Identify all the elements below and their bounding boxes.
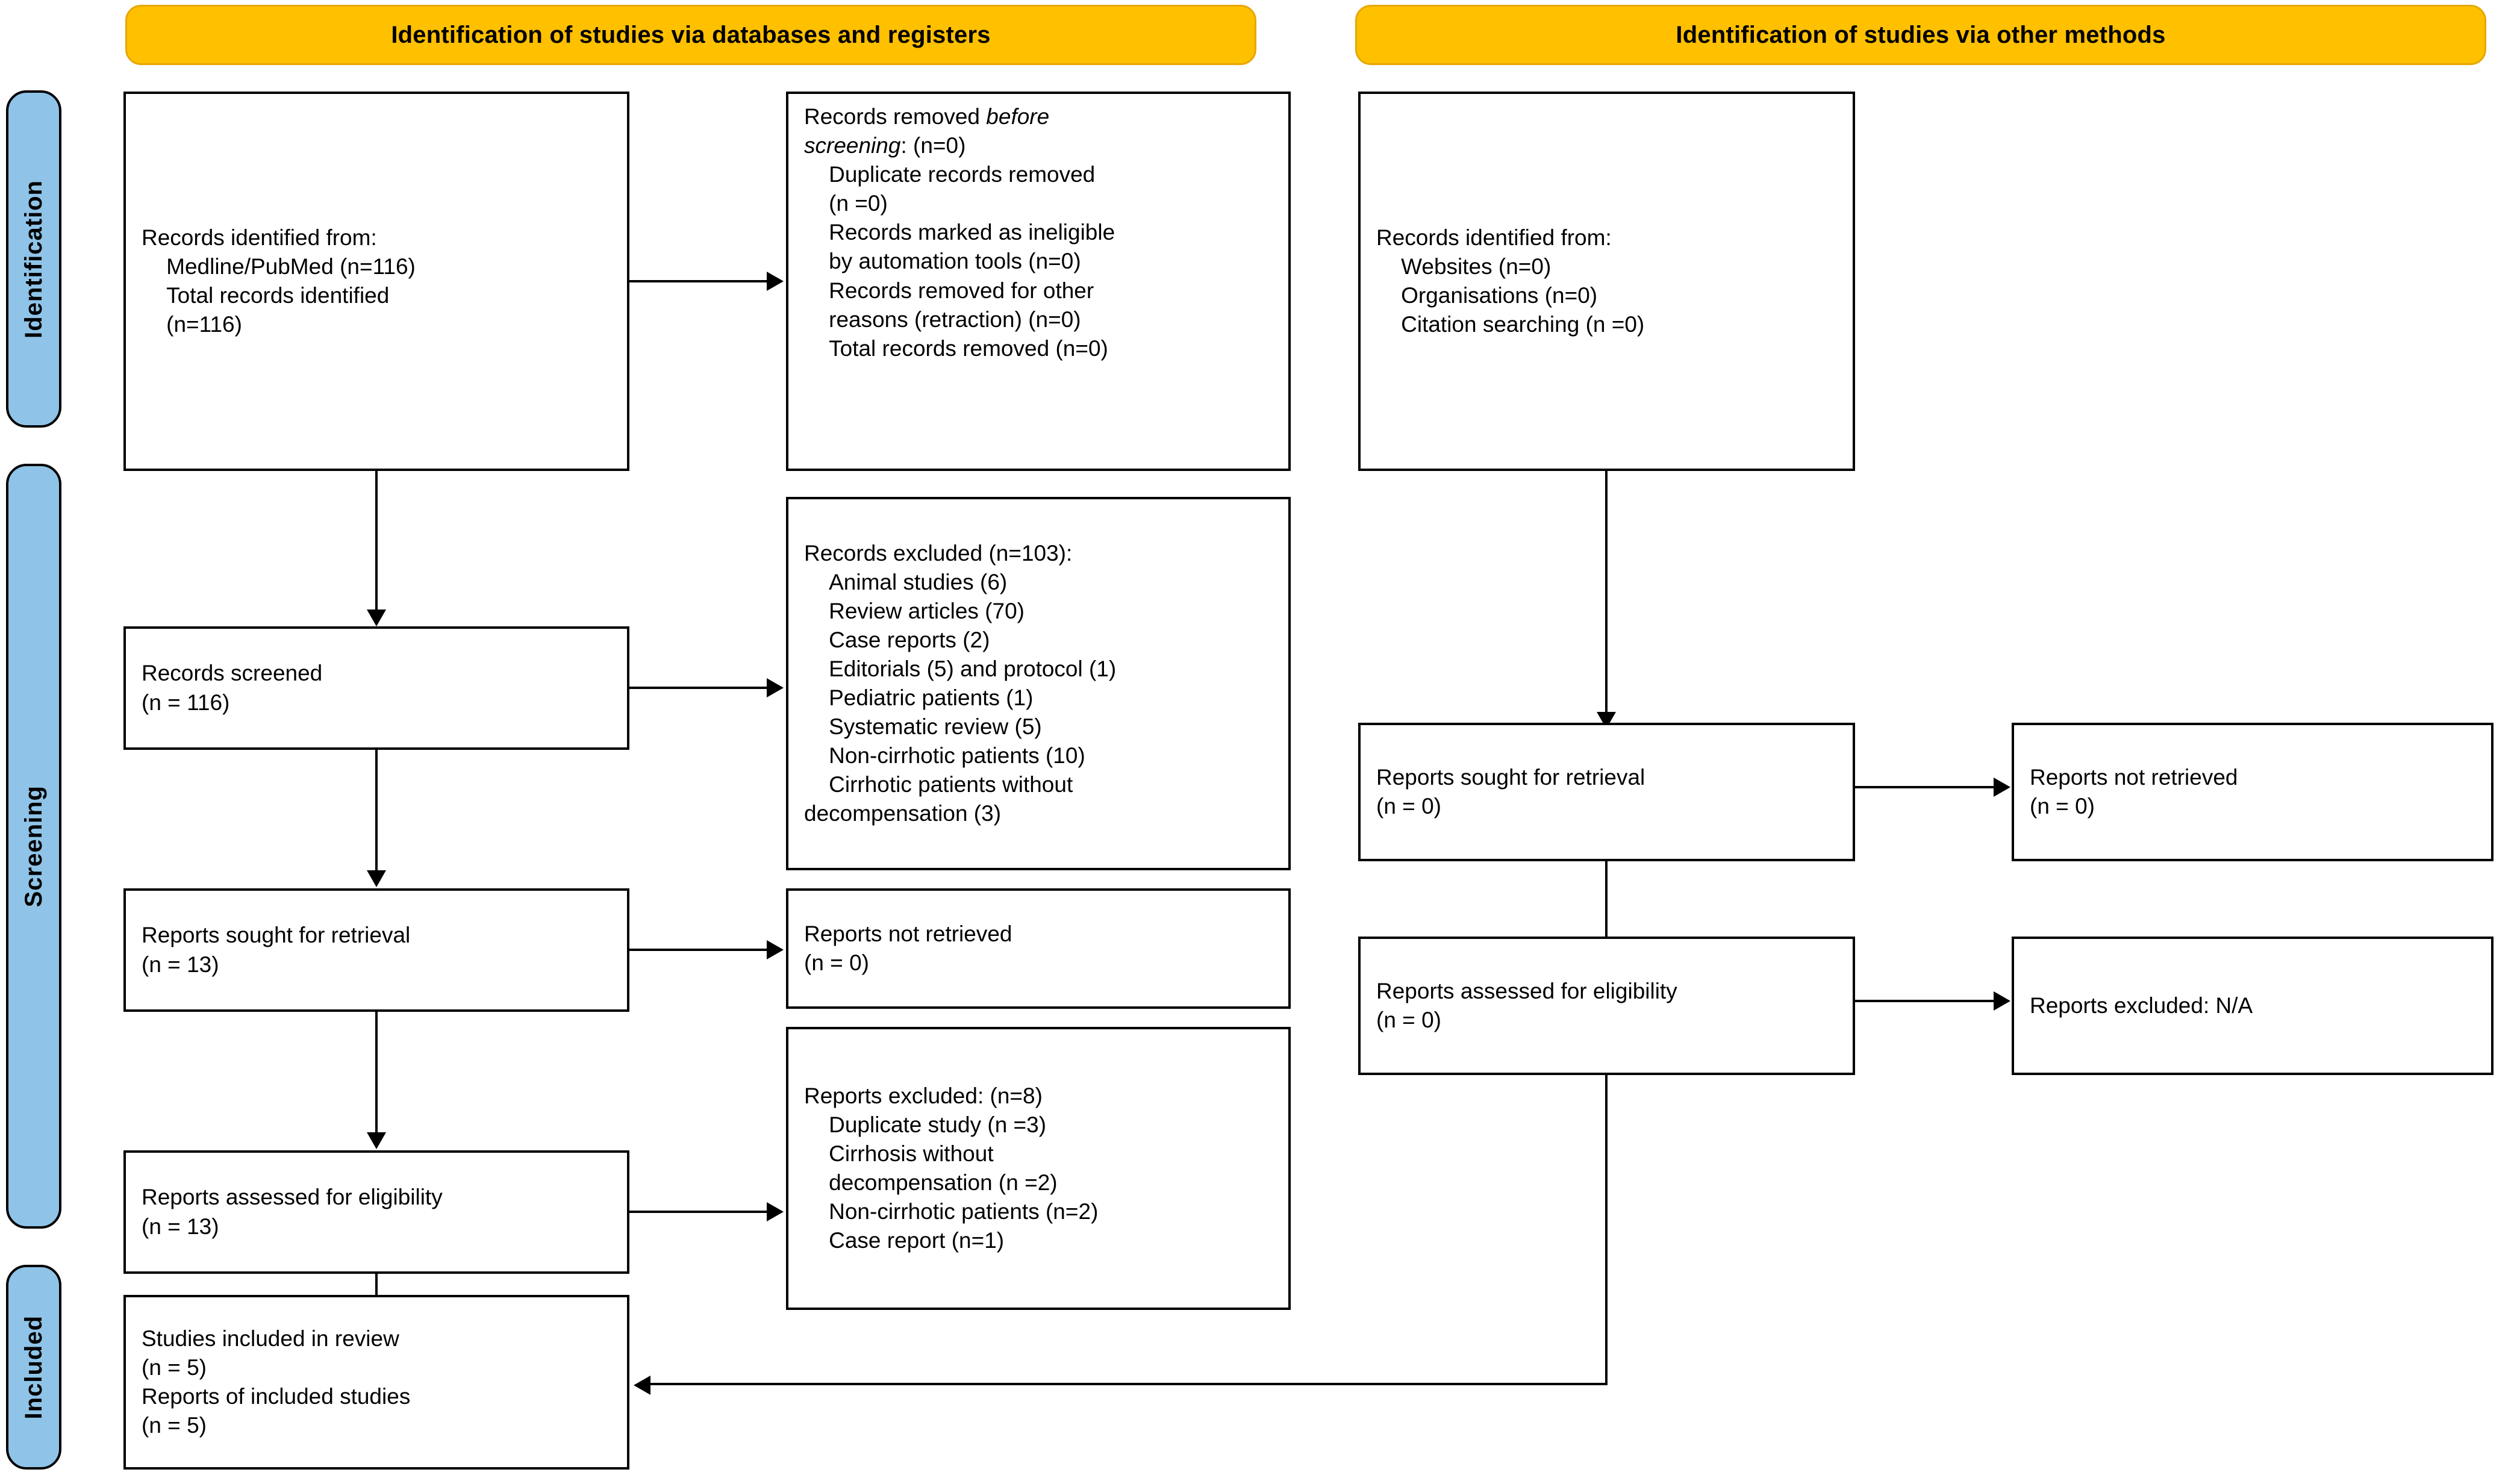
box-reports-sought-databases: Reports sought for retrieval (n = 13): [123, 888, 629, 1012]
arrowhead-screened-to-sought: [367, 870, 386, 887]
records-removed-italic-screening: screening: [804, 133, 901, 158]
header-other-methods-label: Identification of studies via other meth…: [1676, 21, 2166, 48]
box-reports-sought-databases-text: Reports sought for retrieval (n = 13): [142, 923, 411, 977]
records-removed-rest: Duplicate records removed (n =0) Records…: [829, 162, 1115, 361]
box-records-identified-databases: Records identified from: Medline/PubMed …: [123, 92, 629, 471]
box-records-identified-other-text: Records identified from: Websites (n=0) …: [1376, 225, 1645, 337]
arrowhead-sought-to-assessed: [367, 1132, 386, 1149]
box-records-removed-before-screening: Records removed before screening: (n=0) D…: [786, 92, 1291, 471]
connector-other-identified-to-sought: [1605, 471, 1608, 712]
box-records-identified-other: Records identified from: Websites (n=0) …: [1358, 92, 1855, 471]
stage-bar-screening-label: Screening: [20, 785, 47, 908]
box-reports-assessed-databases: Reports assessed for eligibility (n = 13…: [123, 1150, 629, 1274]
connector-other-assessed-to-excluded: [1855, 1000, 1994, 1002]
box-reports-not-retrieved-databases: Reports not retrieved (n = 0): [786, 888, 1291, 1009]
arrowhead-other-assessed-to-included: [634, 1376, 650, 1395]
records-removed-head-1: Records removed: [804, 104, 987, 129]
box-reports-assessed-databases-text: Reports assessed for eligibility (n = 13…: [142, 1185, 443, 1239]
box-reports-not-retrieved-other-text: Reports not retrieved (n = 0): [2030, 764, 2238, 818]
arrowhead-assessed-to-reports-excluded: [767, 1202, 784, 1221]
header-databases-registers: Identification of studies via databases …: [125, 5, 1256, 65]
arrowhead-other-sought-to-not-retrieved: [1994, 778, 2010, 797]
box-records-excluded-text: Records excluded (n=103): Animal studies…: [804, 540, 1117, 826]
arrowhead-sought-to-not-retrieved: [767, 940, 784, 959]
arrowhead-identified-to-screened: [367, 610, 386, 626]
box-reports-not-retrieved-databases-text: Reports not retrieved (n = 0): [804, 921, 1012, 975]
connector-screened-to-sought: [375, 750, 378, 870]
stage-bar-included-label: Included: [20, 1315, 47, 1420]
stage-bar-included: Included: [6, 1265, 61, 1470]
box-reports-sought-other: Reports sought for retrieval (n = 0): [1358, 723, 1855, 861]
box-reports-assessed-other-text: Reports assessed for eligibility (n = 0): [1376, 978, 1677, 1032]
stage-bar-screening: Screening: [6, 464, 61, 1229]
connector-identified-to-removed: [629, 280, 767, 282]
box-reports-sought-other-text: Reports sought for retrieval (n = 0): [1376, 764, 1645, 818]
box-studies-included: Studies included in review (n = 5) Repor…: [123, 1295, 629, 1470]
arrowhead-identified-to-removed: [767, 272, 784, 291]
stage-bar-identification-label: Identification: [20, 179, 47, 338]
header-databases-registers-label: Identification of studies via databases …: [391, 21, 991, 48]
header-other-methods: Identification of studies via other meth…: [1355, 5, 2486, 65]
records-removed-italic-before: before: [986, 104, 1050, 129]
arrowhead-other-assessed-to-excluded: [1994, 991, 2010, 1011]
box-reports-excluded-other-text: Reports excluded: N/A: [2030, 993, 2253, 1018]
box-reports-excluded-other: Reports excluded: N/A: [2012, 937, 2493, 1075]
connector-other-assessed-elbow-vertical: [1605, 1075, 1608, 1385]
box-reports-excluded-databases-text: Reports excluded: (n=8) Duplicate study …: [804, 1083, 1099, 1253]
box-studies-included-text: Studies included in review (n = 5) Repor…: [142, 1326, 411, 1438]
box-records-screened-text: Records screened (n = 116): [142, 661, 323, 715]
connector-sought-to-assessed: [375, 1012, 378, 1132]
box-records-excluded: Records excluded (n=103): Animal studies…: [786, 497, 1291, 870]
box-reports-excluded-databases: Reports excluded: (n=8) Duplicate study …: [786, 1027, 1291, 1310]
box-records-identified-databases-text: Records identified from: Medline/PubMed …: [142, 225, 416, 337]
connector-identified-to-screened: [375, 471, 378, 610]
box-records-screened: Records screened (n = 116): [123, 626, 629, 750]
connector-assessed-to-reports-excluded: [629, 1211, 767, 1213]
connector-other-sought-to-not-retrieved: [1855, 786, 1994, 788]
connector-screened-to-excluded: [629, 687, 767, 689]
records-removed-head-2: : (n=0): [900, 133, 966, 158]
box-records-removed-before-screening-text: Records removed before screening: (n=0) D…: [804, 102, 1115, 363]
connector-other-assessed-elbow-horizontal: [650, 1383, 1608, 1385]
arrowhead-screened-to-excluded: [767, 678, 784, 697]
connector-sought-to-not-retrieved: [629, 949, 767, 951]
box-reports-assessed-other: Reports assessed for eligibility (n = 0): [1358, 937, 1855, 1075]
box-reports-not-retrieved-other: Reports not retrieved (n = 0): [2012, 723, 2493, 861]
connector-other-sought-to-assessed: [1605, 861, 1608, 973]
stage-bar-identification: Identification: [6, 90, 61, 428]
